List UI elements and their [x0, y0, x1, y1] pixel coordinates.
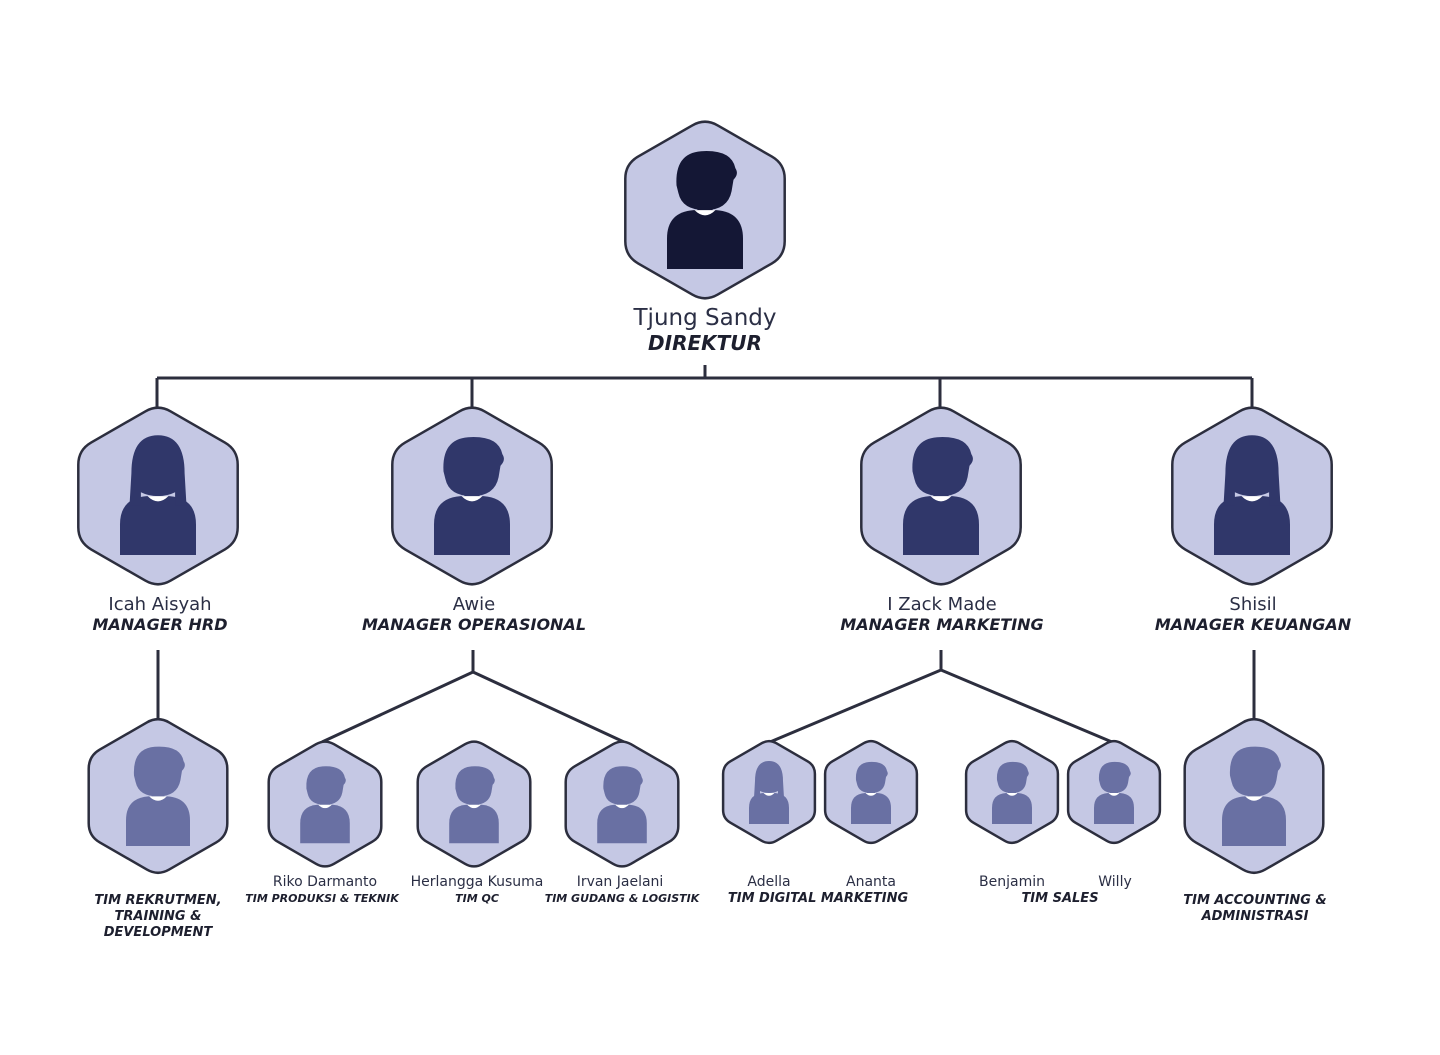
manager-operasional-name: Awie — [453, 594, 495, 615]
team-accounting-node — [1183, 717, 1325, 875]
manager-hrd-name: Icah Aisyah — [108, 594, 211, 615]
team-sales-member-2: Willy — [1098, 874, 1132, 890]
team-digital-member-2: Ananta — [846, 874, 896, 890]
nodes — [77, 120, 1333, 875]
marketing-connector — [769, 650, 1113, 744]
team-produksi-node — [267, 740, 383, 868]
team-accounting-role-line-2: ADMINISTRASI — [1201, 909, 1309, 924]
director-role: DIREKTUR — [648, 331, 762, 355]
team-hrd-role-line-1: TIM REKRUTMEN, — [94, 893, 221, 908]
manager-marketing-name: I Zack Made — [887, 594, 997, 615]
manager-marketing-role: MANAGER MARKETING — [840, 615, 1043, 634]
male-avatar-icon — [903, 437, 979, 555]
director-node — [624, 120, 786, 300]
male-avatar-icon — [851, 761, 891, 824]
team-produksi-role: TIM PRODUKSI & TEKNIK — [245, 892, 400, 905]
connector-lines — [155, 365, 1256, 744]
operasional-connector — [321, 650, 625, 744]
team-digital-member-1: Adella — [747, 874, 790, 890]
team-hrd-node — [87, 717, 229, 875]
male-avatar-icon — [597, 766, 647, 844]
male-avatar-icon — [449, 766, 499, 844]
team-digital-role: TIM DIGITAL MARKETING — [728, 891, 909, 906]
team-sales-member-1: Benjamin — [979, 874, 1045, 890]
male-avatar-icon — [992, 761, 1032, 824]
team-digital-node-1 — [721, 739, 817, 845]
team-sales-role: TIM SALES — [1021, 891, 1098, 906]
team-gudang-node — [564, 740, 680, 868]
female-avatar-icon — [1214, 435, 1290, 555]
labels: Tjung Sandy DIREKTUR Icah Aisyah MANAGER… — [92, 305, 1351, 940]
male-avatar-icon — [667, 151, 743, 269]
manager-marketing-node — [860, 406, 1022, 586]
team-sales-node-1 — [964, 739, 1060, 845]
team-produksi-name: Riko Darmanto — [273, 874, 377, 890]
male-avatar-icon — [434, 437, 510, 555]
team-sales-node-2 — [1066, 739, 1162, 845]
manager-hrd-node — [77, 406, 239, 586]
male-avatar-icon — [1222, 746, 1286, 846]
manager-keuangan-role: MANAGER KEUANGAN — [1155, 615, 1352, 634]
team-qc-role: TIM QC — [455, 892, 499, 905]
team-hrd-role-line-3: DEVELOPMENT — [104, 925, 214, 940]
team-digital-node-2 — [823, 739, 919, 845]
manager-keuangan-node — [1171, 406, 1333, 586]
manager-operasional-node — [391, 406, 553, 586]
director-connector — [155, 365, 1254, 408]
female-avatar-icon — [120, 435, 196, 555]
team-qc-name: Herlangga Kusuma — [411, 874, 544, 890]
male-avatar-icon — [126, 746, 190, 846]
male-avatar-icon — [300, 766, 350, 844]
team-gudang-role: TIM GUDANG & LOGISTIK — [545, 892, 701, 905]
manager-keuangan-name: Shisil — [1229, 594, 1276, 615]
manager-hrd-role: MANAGER HRD — [92, 615, 227, 634]
manager-operasional-role: MANAGER OPERASIONAL — [362, 615, 586, 634]
male-avatar-icon — [1094, 761, 1134, 824]
team-gudang-name: Irvan Jaelani — [577, 874, 664, 890]
team-hrd-role-line-2: TRAINING & — [115, 909, 202, 924]
team-qc-node — [416, 740, 532, 868]
director-name: Tjung Sandy — [633, 305, 777, 331]
team-accounting-role-line-1: TIM ACCOUNTING & — [1183, 893, 1327, 908]
female-avatar-icon — [749, 761, 789, 824]
